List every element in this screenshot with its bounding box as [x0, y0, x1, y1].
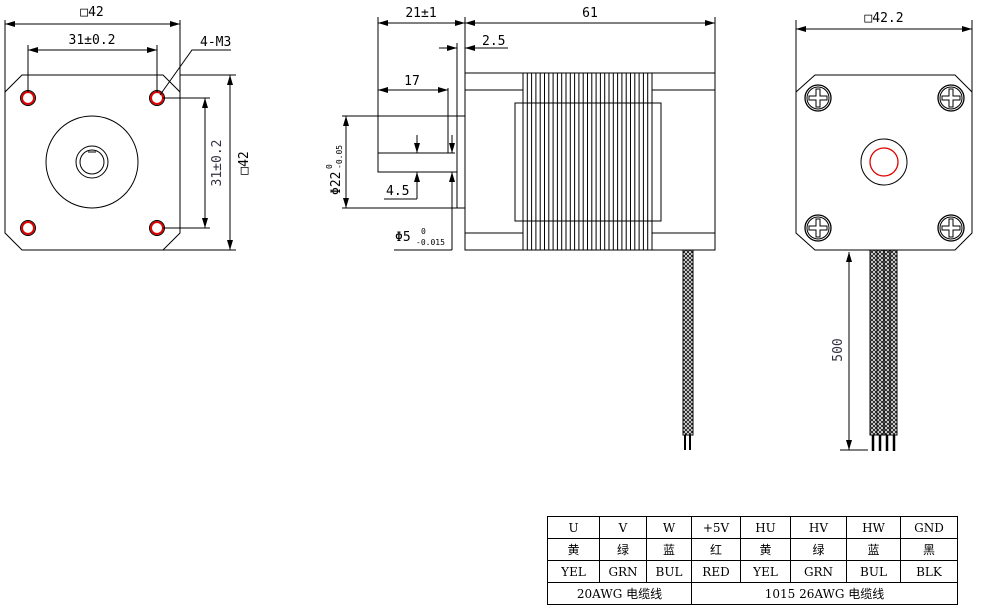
flat-length-label: 17 [404, 74, 420, 89]
screw-head-icon [937, 214, 965, 242]
cable-spec: 1015 26AWG 电缆线 [691, 582, 958, 605]
boss-tol-upper: 0 [325, 164, 334, 169]
front-width-label: □42 [80, 5, 103, 20]
screw-head-icon [804, 84, 832, 112]
cooling-fins [522, 73, 653, 250]
shaft-tol-upper: 0 [421, 227, 426, 236]
shaft-tol-lower: -0.015 [416, 238, 445, 247]
table-row: 黄绿蓝红黄绿蓝黑 [547, 538, 958, 561]
screw-heads [804, 84, 965, 242]
front-view: □42 31±0.2 4-M3 31±0.2 □42 [4, 5, 252, 251]
table-cell: RED [691, 560, 741, 583]
rear-bearing [869, 147, 899, 177]
screw-head-icon [804, 214, 832, 242]
table-cell: HU [740, 516, 791, 539]
table-cell: 黑 [900, 538, 958, 561]
front-boss [45, 115, 139, 209]
table-cell: GND [900, 516, 958, 539]
table-cell: W [646, 516, 692, 539]
front-hole-spacing-v: 31±0.2 [210, 140, 225, 187]
table-cell: YEL [547, 560, 600, 583]
table-cell: BUL [646, 560, 692, 583]
table-cell: 蓝 [646, 538, 692, 561]
shaft-diameter-label: Φ5 [395, 230, 411, 245]
rear-view: □42.2 500 [795, 11, 973, 451]
cable-length-label: 500 [831, 338, 846, 361]
body-length-label: 61 [582, 6, 598, 21]
table-cell: HV [790, 516, 847, 539]
boss-tol-lower: -0.05 [335, 145, 344, 169]
boss-diameter-label: Φ22 [329, 172, 344, 195]
table-cell: YEL [740, 560, 791, 583]
table-cell: 蓝 [846, 538, 901, 561]
table-cell: 红 [691, 538, 741, 561]
table-cell: BUL [846, 560, 901, 583]
table-cell: V [599, 516, 647, 539]
table-cell: U [547, 516, 600, 539]
rear-plate [795, 74, 973, 251]
side-view: 21±1 61 2.5 17 Φ22 0 -0.05 4.5 Φ5 0 -0.0… [325, 6, 716, 450]
shaft [377, 152, 457, 173]
table-cell: 黄 [547, 538, 600, 561]
front-height-label: □42 [237, 151, 252, 174]
rear-width-label: □42.2 [864, 11, 903, 26]
shaft-length-label: 21±1 [405, 6, 436, 21]
cable-spec: 20AWG 电缆线 [547, 582, 692, 605]
front-shaft [79, 149, 105, 175]
screw-head-icon [937, 84, 965, 112]
table-cell: BLK [900, 560, 958, 583]
boss-thickness-label: 2.5 [482, 34, 505, 49]
table-cell: GRN [599, 560, 647, 583]
hole-callout: 4-M3 [200, 35, 231, 50]
front-hole-spacing-h: 31±0.2 [69, 33, 116, 48]
table-cell: GRN [790, 560, 847, 583]
side-cable [682, 249, 694, 436]
flat-depth-label: 4.5 [386, 184, 409, 199]
table-cell: 绿 [599, 538, 647, 561]
table-cell: HW [846, 516, 901, 539]
table-cell: +5V [691, 516, 741, 539]
mounting-holes [21, 91, 164, 235]
motor-body [464, 72, 716, 251]
table-cell: 绿 [790, 538, 847, 561]
table-cell: 黄 [740, 538, 791, 561]
